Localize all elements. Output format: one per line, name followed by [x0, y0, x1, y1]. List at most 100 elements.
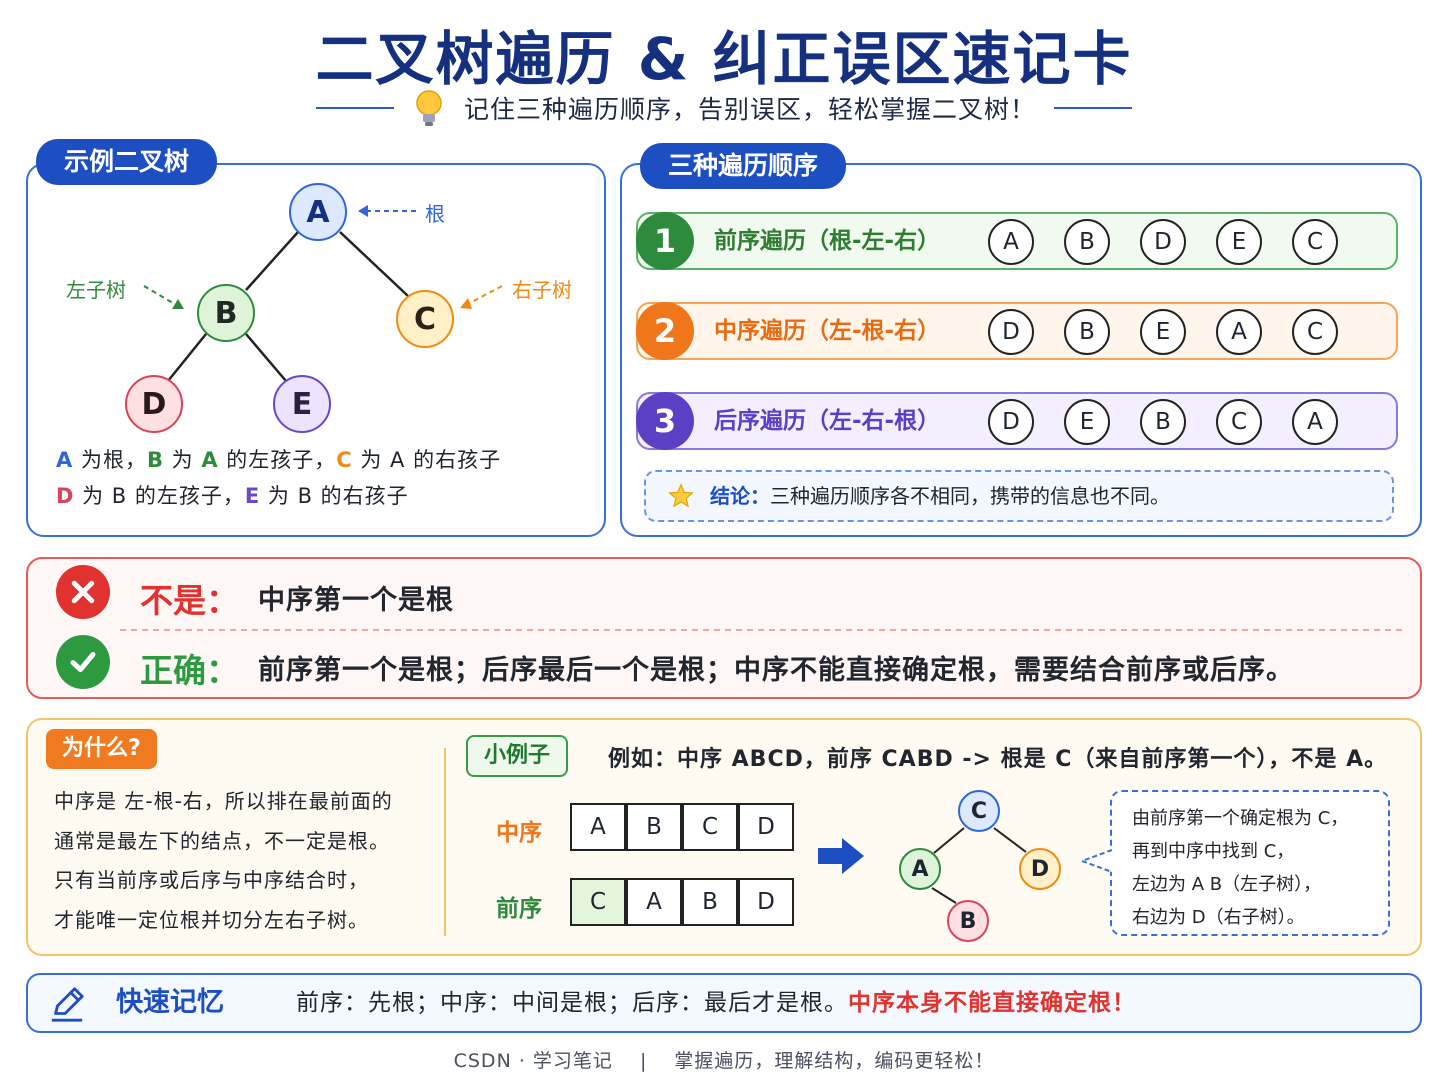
tree-panel-tag: 示例二叉树	[36, 139, 218, 185]
preorder-row: 1 前序遍历（根-左-右） A B D E C	[636, 212, 1398, 270]
correct-check-icon	[56, 635, 110, 689]
tree-description-segment: 为 B 的右孩子	[260, 484, 409, 508]
tree-description-segment: D	[56, 484, 75, 508]
inorder-cell: C	[682, 803, 738, 851]
preorder-cell: B	[682, 878, 738, 926]
inorder-number: 2	[636, 302, 694, 360]
callout-line: 左边为 A B（左子树），	[1132, 874, 1322, 895]
inorder-cell: A	[570, 803, 626, 851]
small-tree-node-d: D	[1019, 848, 1061, 890]
example-tag: 小例子	[466, 735, 569, 777]
footer: CSDN · 学习笔记 | 掌握遍历，理解结构，编码更轻松！	[453, 1050, 995, 1072]
subtitle-row: 记住三种遍历顺序，告别误区，轻松掌握二叉树！	[0, 88, 1448, 128]
inorder-item: A	[1216, 309, 1262, 355]
tree-description-segment: A	[56, 448, 74, 472]
root-label: 根	[425, 202, 445, 226]
tree-description-segment: 为	[163, 448, 202, 472]
inorder-cell: D	[738, 803, 794, 851]
postorder-item: A	[1292, 399, 1338, 445]
tree-node-a: A	[289, 183, 347, 241]
preorder-name: 前序遍历（根-左-右）	[714, 228, 941, 254]
callout-pointer	[1079, 849, 1113, 873]
inorder-cell: B	[626, 803, 682, 851]
tree-node-b: B	[197, 284, 255, 342]
subtitle-rule-left	[315, 107, 394, 109]
postorder-item: C	[1216, 399, 1262, 445]
memory-text: 前序：先根；中序：中间是根；后序：最后才是根。	[296, 990, 848, 1016]
right-text: 前序第一个是根；后序最后一个是根；中序不能直接确定根，需要结合前序或后序。	[258, 655, 1294, 686]
preorder-cell-highlight: C	[570, 878, 626, 926]
wrong-text: 中序第一个是根	[258, 585, 454, 616]
why-line: 中序是 左-根-右，所以排在最前面的	[54, 789, 393, 813]
preorder-item: A	[988, 219, 1034, 265]
conclusion-box: 结论：三种遍历顺序各不相同，携带的信息也不同。	[644, 470, 1394, 522]
conclusion-text: 三种遍历顺序各不相同，携带的信息也不同。	[770, 484, 1170, 508]
preorder-cell: D	[738, 878, 794, 926]
tree-description-segment: E	[244, 484, 261, 508]
wrong-cross-icon	[56, 565, 110, 619]
inorder-label: 中序	[496, 820, 542, 846]
misconception-panel	[26, 557, 1422, 699]
tree-node-d: D	[125, 375, 183, 433]
tree-node-e: E	[273, 375, 331, 433]
inorder-item: D	[988, 309, 1034, 355]
subtitle-rule-right	[1054, 107, 1132, 109]
tree-node-c: C	[396, 290, 454, 348]
callout-line: 由前序第一个确定根为 C，	[1132, 808, 1349, 829]
memory-text-wrap: 前序：先根；中序：中间是根；后序：最后才是根。中序本身不能直接确定根！	[296, 975, 1136, 1031]
preorder-item: E	[1216, 219, 1262, 265]
memory-alert: 中序本身不能直接确定根！	[848, 990, 1136, 1016]
tree-description-segment: 为根，	[73, 448, 147, 472]
tree-description-segment: B	[146, 448, 164, 472]
example-callout: 由前序第一个确定根为 C， 再到中序中找到 C， 左边为 A B（左子树）， 右…	[1110, 790, 1390, 936]
inorder-item: E	[1140, 309, 1186, 355]
tree-description-segment: 为 B 的左孩子，	[74, 484, 245, 508]
inorder-name: 中序遍历（左-根-右）	[714, 318, 941, 344]
wrong-key: 不是：	[140, 581, 239, 620]
memory-key: 快速记忆	[116, 987, 224, 1018]
tree-description-segment: A	[201, 448, 219, 472]
inorder-row: 2 中序遍历（左-根-右） D B E A C	[636, 302, 1398, 360]
preorder-number: 1	[636, 212, 694, 270]
pencil-icon	[51, 987, 84, 1022]
preorder-item: D	[1140, 219, 1186, 265]
postorder-item: E	[1064, 399, 1110, 445]
postorder-number: 3	[636, 392, 694, 450]
example-text: 例如：中序 ABCD，前序 CABD -> 根是 C（来自前序第一个），不是 A…	[608, 747, 1388, 772]
postorder-name: 后序遍历（左-右-根）	[714, 408, 941, 434]
tree-description-line-2: D 为 B 的左孩子，E 为 B 的右孩子	[56, 480, 409, 510]
star-icon	[668, 483, 694, 508]
conclusion-key: 结论：	[710, 484, 770, 508]
arrow-right-icon	[818, 838, 864, 874]
why-line: 只有当前序或后序与中序结合时，	[54, 868, 369, 892]
small-tree-node-c: C	[958, 790, 1000, 832]
why-line: 通常是最左下的结点，不一定是根。	[54, 829, 390, 853]
postorder-item: B	[1140, 399, 1186, 445]
preorder-item: C	[1292, 219, 1338, 265]
tree-description-segment: C	[336, 448, 353, 472]
tree-description-segment: 的左孩子，	[218, 448, 337, 472]
callout-line: 右边为 D（右子树）。	[1132, 907, 1305, 928]
lightbulb-icon	[416, 90, 442, 126]
callout-line: 再到中序中找到 C，	[1132, 841, 1295, 862]
preorder-item: B	[1064, 219, 1110, 265]
postorder-row: 3 后序遍历（左-右-根） D E B C A	[636, 392, 1398, 450]
preorder-label: 前序	[496, 896, 542, 922]
postorder-item: D	[988, 399, 1034, 445]
tree-description-line-1: A 为根，B 为 A 的左孩子，C 为 A 的右孩子	[56, 444, 501, 474]
inorder-item: C	[1292, 309, 1338, 355]
why-line: 才能唯一定位根并切分左右子树。	[54, 908, 369, 932]
preorder-cell: A	[626, 878, 682, 926]
right-subtree-label: 右子树	[512, 278, 572, 302]
right-key: 正确：	[140, 651, 239, 690]
why-tag: 为什么?	[46, 729, 157, 769]
traversal-panel-tag: 三种遍历顺序	[640, 143, 847, 189]
inorder-item: B	[1064, 309, 1110, 355]
tree-description-segment: 为 A 的右孩子	[352, 448, 502, 472]
memory-bar: 快速记忆 前序：先根；中序：中间是根；后序：最后才是根。中序本身不能直接确定根！	[26, 973, 1422, 1033]
left-subtree-label: 左子树	[66, 278, 126, 302]
divider-dashed	[120, 629, 1402, 631]
why-divider	[444, 748, 446, 936]
small-tree-node-a: A	[899, 848, 941, 890]
small-tree-node-b: B	[947, 900, 989, 942]
